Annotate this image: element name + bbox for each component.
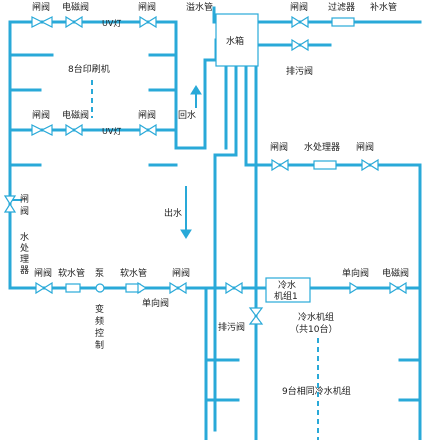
printers-label: 8台印刷机 (68, 63, 110, 75)
soft-pipe-2-label: 软水管 (120, 267, 147, 279)
arrow-up-icon (190, 85, 202, 108)
water-tank-label: 水箱 (226, 35, 244, 47)
filter-label: 过滤器 (328, 1, 355, 13)
soft-pipe-1-icon (65, 283, 81, 293)
solenoid-valve-icon (65, 123, 83, 137)
gate-valve-icon (248, 307, 264, 325)
gate-valve-icon (361, 158, 379, 172)
gate-valve-icon (31, 124, 53, 136)
vfd-control-label-1: 变 (95, 303, 104, 315)
left-processor-label-3: 理 (20, 254, 29, 265)
mid-gate-2-label: 闸阀 (138, 110, 156, 121)
check-valve-icon (137, 281, 148, 295)
top-gate-2-label: 闸阀 (138, 2, 156, 13)
solenoid-right-label: 电磁阀 (382, 267, 409, 279)
water-tank (215, 13, 259, 67)
solenoid-valve-icon (65, 15, 83, 29)
chiller-group-label: 冷水机组 (298, 311, 334, 323)
chiller-1-label-b: 机组1 (274, 290, 298, 302)
gate-valve-icon (291, 15, 309, 29)
out-water-label: 出水 (164, 207, 182, 219)
gate-valve-icon (35, 281, 53, 295)
left-processor-label-2: 处 (20, 242, 29, 254)
gate-valve-icon (139, 15, 157, 29)
filter-icon (331, 17, 355, 27)
soft-pipe-1-label: 软水管 (58, 267, 85, 279)
check-valve-bottom-label: 单向阀 (142, 297, 169, 309)
chiller-1-box (265, 277, 311, 303)
left-gate-label-2: 阀 (20, 206, 29, 217)
wp-gate-1-label: 闸阀 (270, 142, 288, 153)
water-processor-label: 水处理器 (304, 141, 340, 153)
return-water-label: 回水 (178, 109, 196, 121)
nine-chillers-label: 9台相同冷水机组 (282, 385, 351, 397)
left-processor-label: 水 (20, 231, 29, 243)
uv-lamp-mid-label: UV灯 (102, 126, 121, 136)
drain-valve-top-label: 排污阀 (286, 65, 313, 77)
vfd-control-label-2: 频 (95, 315, 104, 327)
gate-valve-icon (271, 158, 289, 172)
top-gate-1-label: 闸阀 (32, 2, 50, 13)
check-valve-right-label: 单向阀 (342, 267, 369, 279)
drain-valve-bottom-label: 排污阀 (218, 321, 245, 333)
gate-valve-icon (225, 281, 243, 295)
vfd-control-label-3: 控 (95, 327, 104, 339)
uv-lamp-top-label: UV灯 (102, 18, 121, 28)
pump-icon (95, 283, 105, 293)
top-solenoid-label: 电磁阀 (62, 1, 89, 13)
left-gate-label: 闸 (20, 194, 29, 205)
mid-solenoid-label: 电磁阀 (62, 109, 89, 121)
vfd-control-label-4: 制 (95, 339, 104, 351)
gate-valve-icon (31, 16, 53, 28)
gate-valve-icon (3, 195, 17, 213)
left-processor-label-4: 器 (20, 265, 29, 276)
gate-valve-icon (291, 38, 309, 52)
bottom-gate-2-label: 闸阀 (172, 268, 190, 279)
chiller-count-label: （共10台） (290, 323, 337, 335)
wp-gate-2-label: 闸阀 (356, 142, 374, 153)
gate-valve-icon (139, 123, 157, 137)
check-valve-icon (349, 281, 360, 295)
gate-valve-icon (169, 281, 187, 295)
makeup-pipe-label: 补水管 (370, 1, 397, 13)
pump-label: 泵 (95, 268, 104, 279)
arrow-down-icon (180, 186, 192, 239)
bottom-gate-1-label: 闸阀 (34, 268, 52, 279)
water-processor-icon (313, 160, 337, 170)
overflow-pipe-label: 溢水管 (186, 1, 213, 13)
right-gate-label: 闸阀 (290, 2, 308, 13)
chiller-1-label-a: 冷水 (278, 279, 296, 291)
mid-gate-1-label: 闸阀 (32, 110, 50, 121)
solenoid-valve-icon (389, 281, 407, 295)
